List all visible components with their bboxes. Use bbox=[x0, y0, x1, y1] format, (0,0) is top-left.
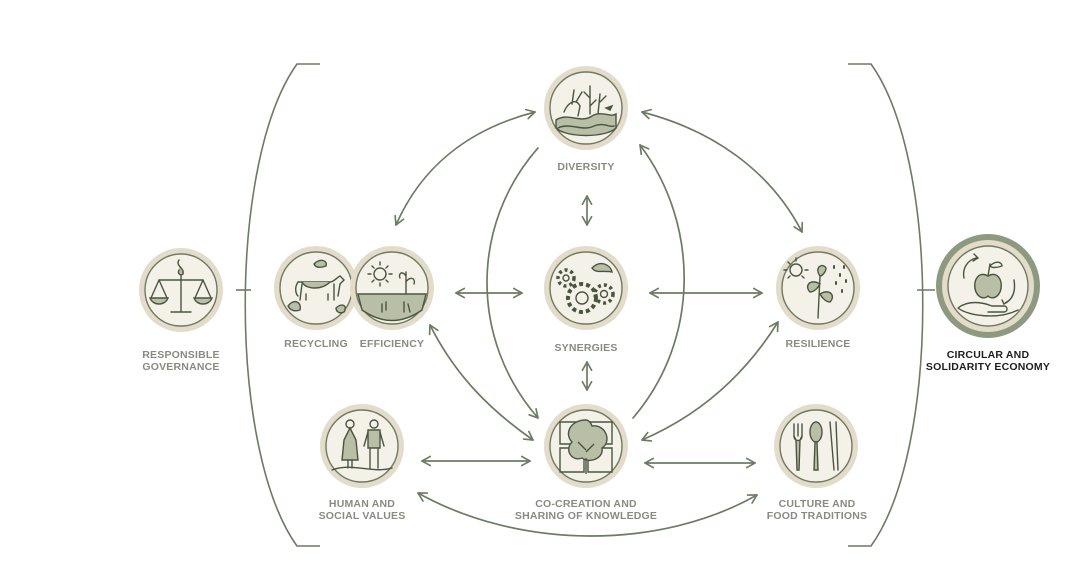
human-label-line2: SOCIAL VALUES bbox=[318, 510, 406, 522]
recycling-label-text: RECYCLING bbox=[284, 338, 348, 350]
governance-label-line2: GOVERNANCE bbox=[142, 361, 220, 373]
cocreation-label: CO-CREATION AND SHARING OF KNOWLEDGE bbox=[496, 498, 676, 522]
circular-node bbox=[936, 234, 1040, 338]
culture-label-line2: FOOD TRADITIONS bbox=[766, 510, 868, 522]
resilience-label: RESILIENCE bbox=[768, 338, 868, 350]
synergies-label-text: SYNERGIES bbox=[554, 342, 618, 354]
arrow-cocreation-diversity-right bbox=[632, 144, 685, 419]
human-label-line1: HUMAN AND bbox=[328, 498, 396, 510]
diversity-label: DIVERSITY bbox=[536, 161, 636, 173]
balance-scale-icon bbox=[148, 259, 214, 313]
arrow-efficiency-cocreation bbox=[428, 324, 534, 441]
diversity-label-text: DIVERSITY bbox=[557, 161, 615, 173]
diversity-node bbox=[544, 66, 628, 150]
cocreation-node bbox=[544, 404, 628, 488]
circular-label-line2: SOLIDARITY ECONOMY bbox=[925, 361, 1051, 373]
synergies-label: SYNERGIES bbox=[536, 342, 636, 354]
governance-node bbox=[139, 248, 223, 332]
cow-leaves-icon bbox=[287, 259, 346, 314]
animals-plants-water-icon bbox=[555, 85, 617, 137]
arrow-resilience-cocreation bbox=[641, 321, 779, 442]
governance-label-line1: RESPONSIBLE bbox=[142, 349, 220, 361]
apple-hand-cycle-icon bbox=[957, 253, 1019, 317]
resilience-node bbox=[776, 246, 860, 330]
cocreation-label-line2: SHARING OF KNOWLEDGE bbox=[514, 510, 658, 522]
synergies-node bbox=[544, 246, 628, 330]
recycling-label: RECYCLING bbox=[276, 338, 356, 350]
efficiency-node bbox=[350, 246, 434, 330]
man-woman-icon bbox=[331, 419, 393, 471]
human-node bbox=[320, 404, 404, 488]
arrow-diversity-resilience bbox=[641, 108, 804, 233]
sun-plants-soil-icon bbox=[357, 261, 427, 322]
cutlery-icon bbox=[793, 421, 839, 471]
sun-rain-plant-icon bbox=[783, 257, 847, 319]
culture-label-line1: CULTURE AND bbox=[778, 498, 856, 510]
human-label: HUMAN AND SOCIAL VALUES bbox=[300, 498, 424, 522]
gears-icon bbox=[556, 262, 615, 314]
circular-label-line1: CIRCULAR AND bbox=[946, 349, 1030, 361]
circular-label: CIRCULAR AND SOLIDARITY ECONOMY bbox=[918, 349, 1058, 373]
recycling-node bbox=[274, 246, 358, 330]
right-bracket bbox=[848, 63, 935, 547]
connection-arrows bbox=[394, 108, 804, 537]
tree-panels-icon bbox=[559, 419, 613, 474]
arrow-diversity-recycling bbox=[394, 108, 536, 226]
culture-label: CULTURE AND FOOD TRADITIONS bbox=[752, 498, 882, 522]
culture-node bbox=[774, 404, 858, 488]
arrow-human-culture bbox=[417, 492, 758, 537]
efficiency-label-text: EFFICIENCY bbox=[359, 338, 425, 350]
left-bracket bbox=[236, 63, 320, 547]
governance-label: RESPONSIBLE GOVERNANCE bbox=[126, 349, 236, 373]
efficiency-label: EFFICIENCY bbox=[352, 338, 432, 350]
arrow-diversity-cocreation-left bbox=[486, 147, 539, 419]
cocreation-label-line1: CO-CREATION AND bbox=[535, 498, 637, 510]
resilience-label-text: RESILIENCE bbox=[785, 338, 851, 350]
